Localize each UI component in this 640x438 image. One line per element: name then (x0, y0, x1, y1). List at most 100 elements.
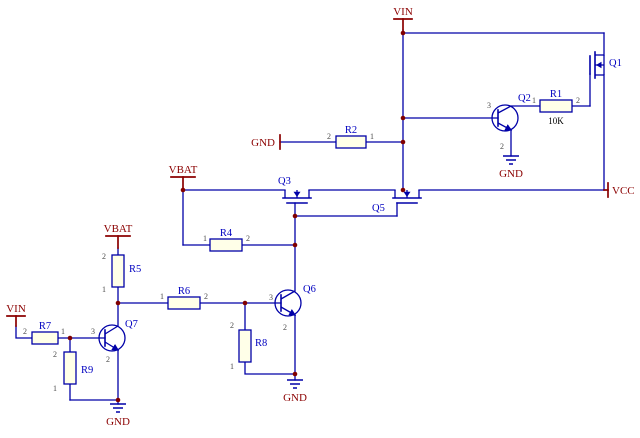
r5-pin1-number: 1 (102, 285, 106, 294)
mosfet-arrow-icon (596, 61, 602, 69)
junction-dot (115, 300, 121, 306)
wire-r8-bottom (244, 361, 296, 375)
bjt-emitter-lead (497, 122, 513, 131)
resistor-body (238, 329, 252, 363)
net-label-vcc: VCC (612, 185, 635, 197)
q5-mosfet: Q5 (372, 190, 422, 214)
r4-designator: R4 (220, 228, 233, 239)
r2-pin1-number: 1 (370, 132, 374, 141)
bjt-emitter-lead (280, 306, 297, 316)
r8-pin2-number: 2 (230, 321, 234, 330)
r6-designator: R6 (178, 286, 190, 297)
q7-emitter-pin-number: 2 (106, 355, 110, 364)
r4-pin1-number: 1 (203, 234, 207, 243)
junction-dot (292, 242, 298, 248)
bjt-body (491, 104, 519, 132)
net-label-vbat-left: VBAT (104, 223, 133, 235)
wire-vin-left-run (15, 325, 33, 339)
q2-transistor: Q2 3 2 (487, 93, 531, 151)
r6-pin1-number: 1 (160, 292, 164, 301)
q2-emitter-pin-number: 2 (500, 142, 504, 151)
q2-base-pin-number: 3 (487, 101, 491, 110)
r4-resistor: R4 1 2 (203, 228, 250, 252)
bjt-collector-lead (280, 290, 296, 300)
q7-designator: Q7 (125, 319, 138, 330)
power-port-vin-left: VIN (6, 303, 26, 327)
bjt-collector-lead (497, 105, 512, 114)
r1-designator: R1 (550, 89, 562, 100)
q3-mosfet: Q3 (278, 176, 312, 204)
power-port-vin-top: VIN (393, 6, 413, 31)
ground-port-q6: GND (283, 379, 307, 404)
r2-pin2-number: 2 (327, 132, 331, 141)
net-label-vin-left: VIN (6, 303, 26, 315)
r8-resistor: R8 2 1 (230, 321, 267, 371)
q1-mosfet: Q1 (589, 51, 622, 79)
resistor-body (539, 99, 573, 113)
junction-dot (292, 371, 298, 377)
power-port-gnd-r2: GND (251, 134, 281, 150)
resistor-body (209, 238, 243, 252)
mosfet-arrow-icon (293, 191, 301, 197)
bjt-emitter-lead (104, 341, 120, 351)
r7-pin1-number: 1 (61, 327, 65, 336)
net-label-gnd-q2: GND (499, 168, 523, 180)
r6-pin2-number: 2 (204, 292, 208, 301)
power-port-vcc: VCC (603, 182, 635, 198)
r9-pin1-number: 1 (53, 384, 57, 393)
q5-designator: Q5 (372, 203, 385, 214)
junction-dot (400, 30, 406, 36)
mosfet-arrow-icon (403, 191, 411, 197)
power-port-vbat-left: VBAT (104, 223, 133, 249)
r7-designator: R7 (39, 321, 51, 332)
q7-transistor: Q7 3 2 (91, 319, 138, 364)
resistor-body (167, 296, 201, 310)
bjt-body (98, 324, 126, 352)
net-label-vin-top: VIN (393, 6, 413, 18)
r9-designator: R9 (81, 365, 93, 376)
junction-dot (400, 187, 406, 193)
r8-designator: R8 (255, 338, 267, 349)
net-label-gnd-r2: GND (251, 137, 275, 149)
net-label-vbat-mid: VBAT (169, 164, 198, 176)
r2-designator: R2 (345, 125, 357, 136)
junction-dot (400, 139, 406, 145)
q6-emitter-pin-number: 2 (283, 323, 287, 332)
bjt-collector-lead (104, 325, 119, 335)
resistor-body (335, 135, 367, 149)
power-port-vbat-mid: VBAT (169, 164, 198, 191)
r4-pin2-number: 2 (246, 234, 250, 243)
resistor-body (63, 351, 77, 385)
junction-dot (67, 335, 73, 341)
q2-designator: Q2 (518, 93, 531, 104)
q1-designator: Q1 (609, 58, 622, 69)
junction-dot (242, 300, 248, 306)
r9-resistor: R9 2 1 (53, 350, 93, 393)
r6-resistor: R6 1 2 (160, 286, 208, 310)
junction-dot (400, 115, 406, 121)
q6-transistor: Q6 3 2 (269, 284, 316, 332)
junction-dot (292, 213, 298, 219)
resistor-body (111, 254, 125, 288)
r5-pin2-number: 2 (102, 252, 106, 261)
q7-base-pin-number: 3 (91, 327, 95, 336)
net-label-gnd-q6: GND (283, 392, 307, 404)
ground-port-q2: GND (499, 155, 523, 180)
r9-pin2-number: 2 (53, 350, 57, 359)
q6-base-pin-number: 3 (269, 293, 273, 302)
r5-resistor: R5 2 1 (102, 252, 141, 294)
ground-port-q7: GND (106, 403, 130, 428)
resistor-body (31, 331, 59, 345)
bjt-body (274, 289, 302, 317)
q3-designator: Q3 (278, 176, 291, 187)
r1-pin1-number: 1 (532, 96, 536, 105)
junction-dot (115, 397, 121, 403)
r1-pin2-number: 2 (576, 96, 580, 105)
r2-resistor: R2 2 1 (327, 125, 374, 149)
r8-pin1-number: 1 (230, 362, 234, 371)
r7-pin2-number: 2 (23, 327, 27, 336)
r1-resistor: R1 10K 1 2 (532, 89, 580, 126)
q6-designator: Q6 (303, 284, 316, 295)
